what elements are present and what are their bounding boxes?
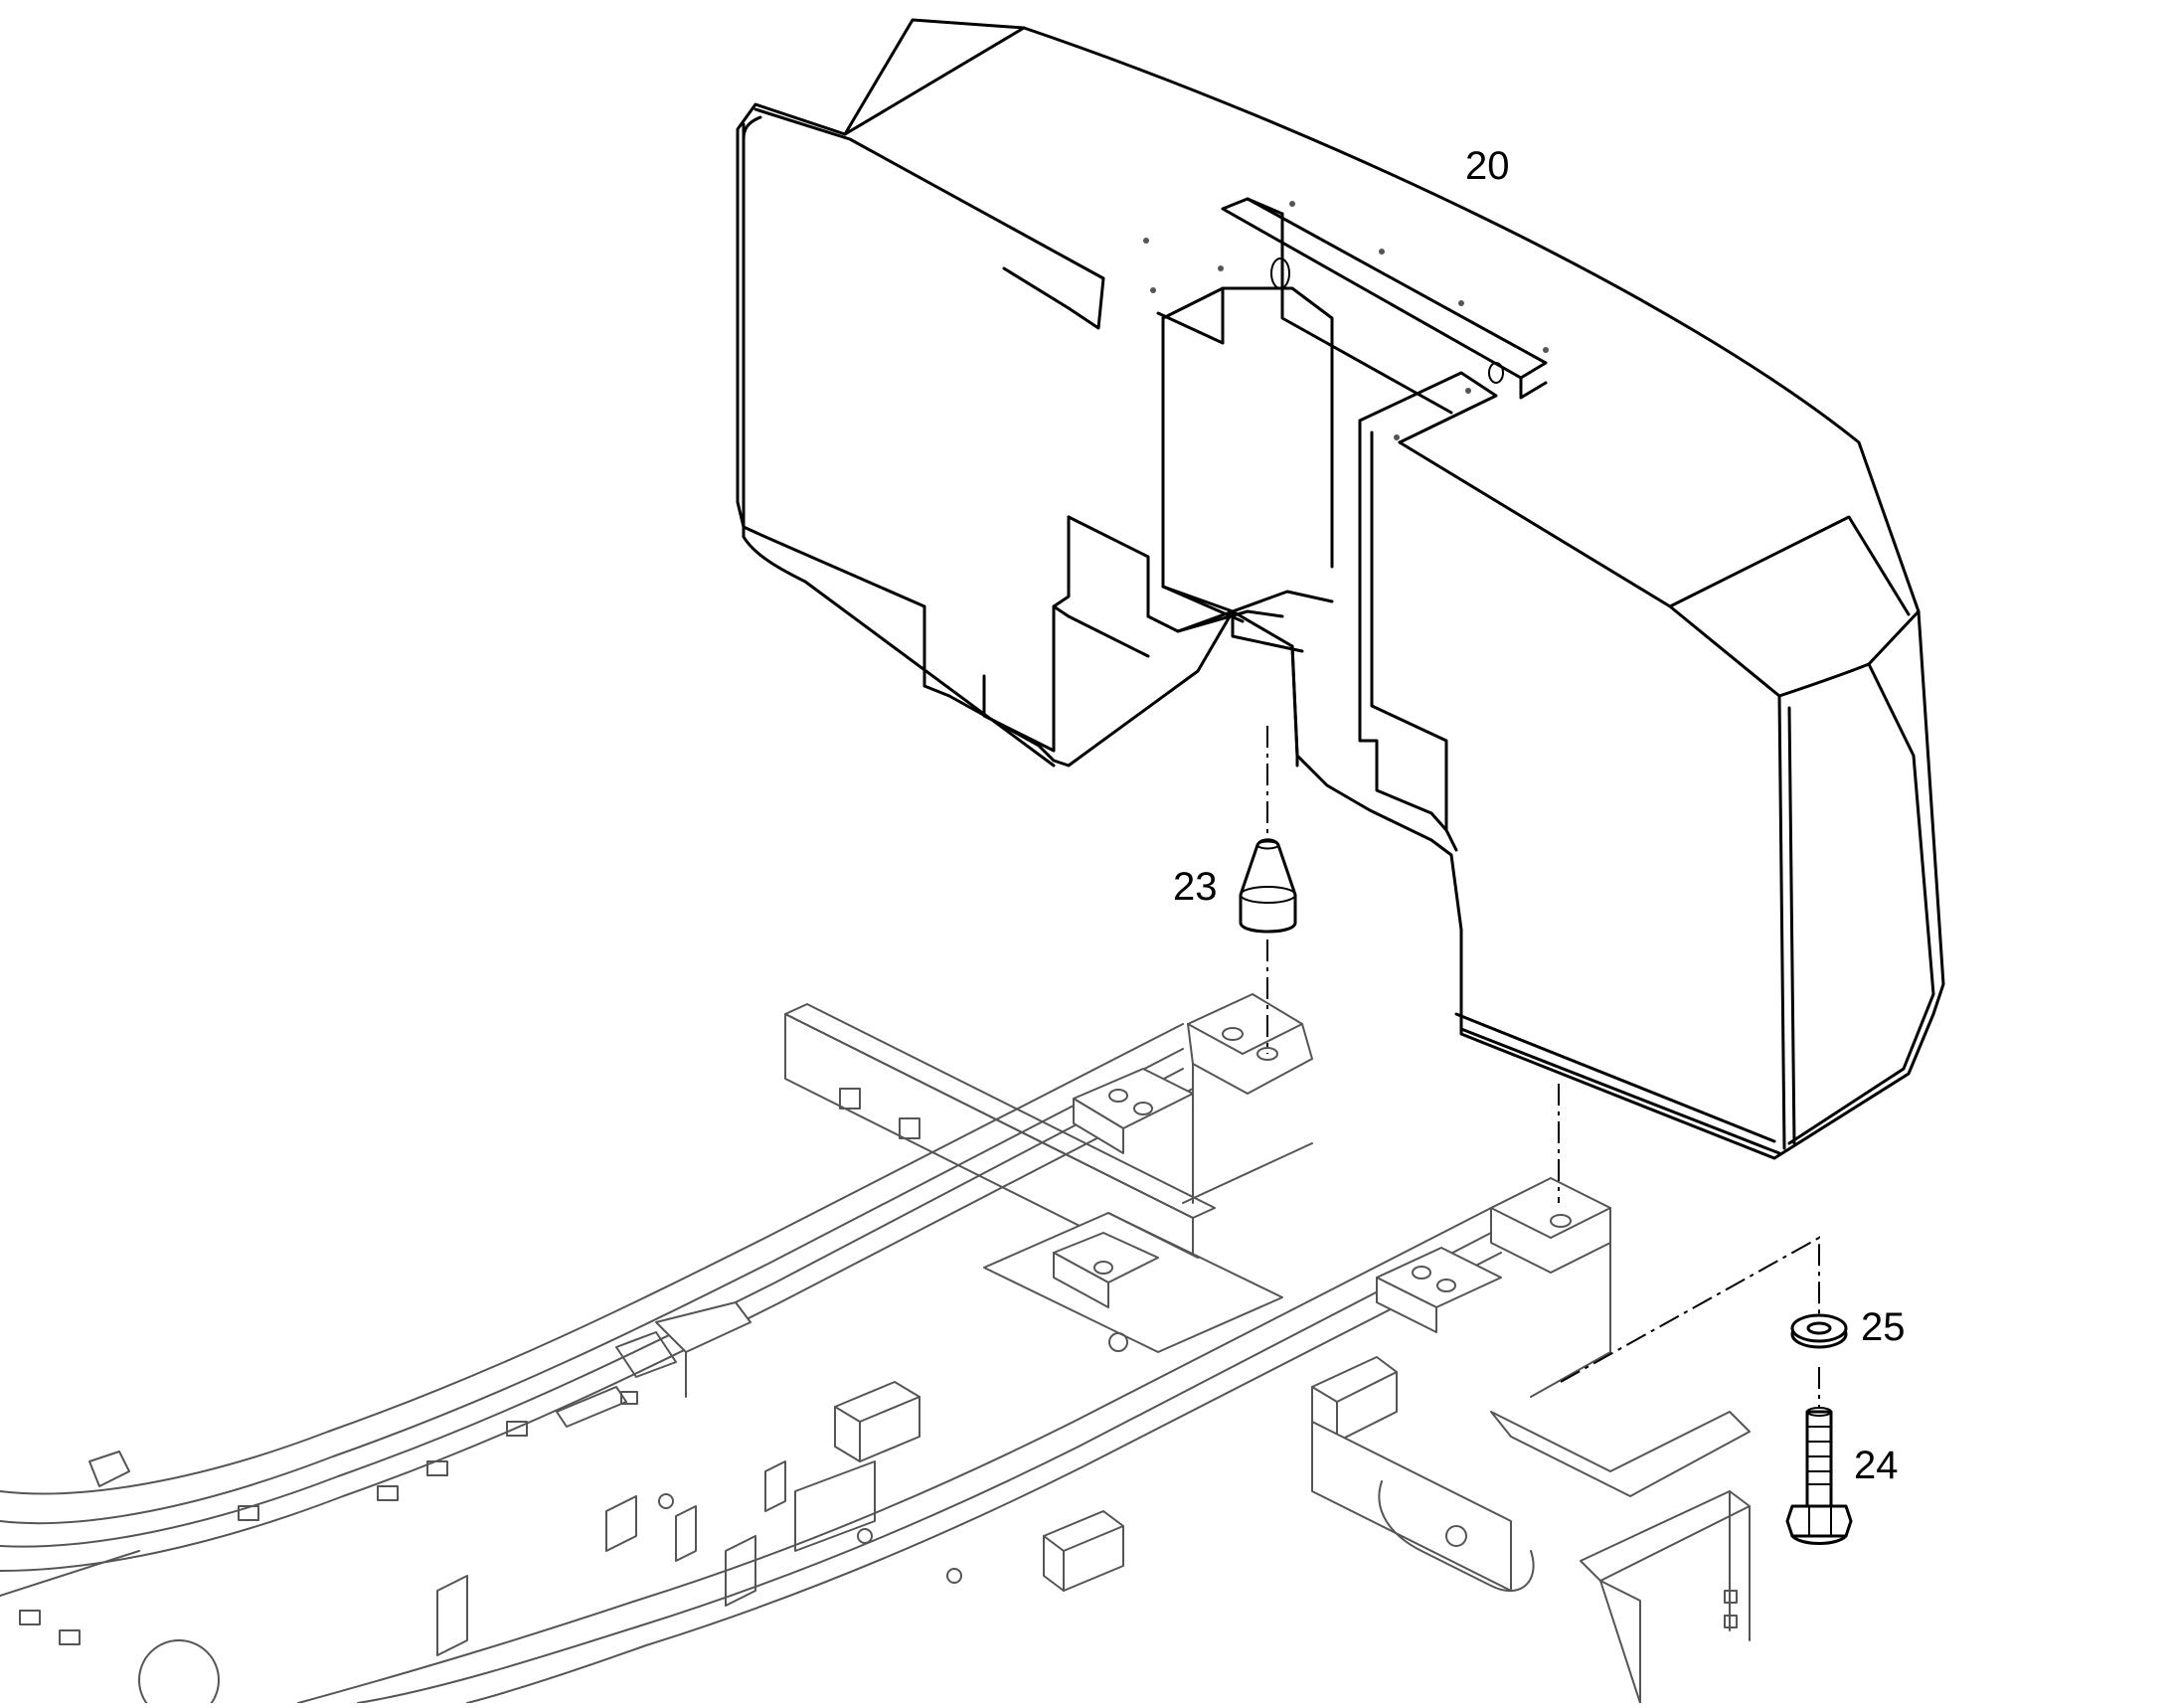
callout-25: 25 bbox=[1861, 1305, 1906, 1349]
frame-right-mount-block bbox=[1490, 1177, 1611, 1274]
callout-24: 24 bbox=[1854, 1444, 1899, 1487]
frame-left-details bbox=[0, 1301, 962, 1708]
frame-left-pad bbox=[1073, 1068, 1194, 1154]
frame-right-pad bbox=[1376, 1247, 1502, 1333]
center-lines bbox=[1266, 726, 1820, 1407]
callout-23: 23 bbox=[1173, 865, 1218, 909]
bolt-24 bbox=[1785, 1407, 1853, 1545]
counterweight-20 bbox=[736, 18, 1945, 1160]
chassis-frame bbox=[0, 993, 1751, 1708]
frame-rear-hitch bbox=[1311, 1411, 1751, 1704]
callouts: 20 23 25 24 bbox=[1173, 144, 1906, 1487]
frame-left-mount-block bbox=[1187, 993, 1313, 1095]
callout-20: 20 bbox=[1465, 144, 1510, 188]
frame-right-rail bbox=[297, 1207, 1611, 1704]
frame-center-crossmember bbox=[983, 1212, 1283, 1353]
washer-25 bbox=[1790, 1313, 1848, 1349]
guide-pin-23 bbox=[1239, 838, 1297, 934]
